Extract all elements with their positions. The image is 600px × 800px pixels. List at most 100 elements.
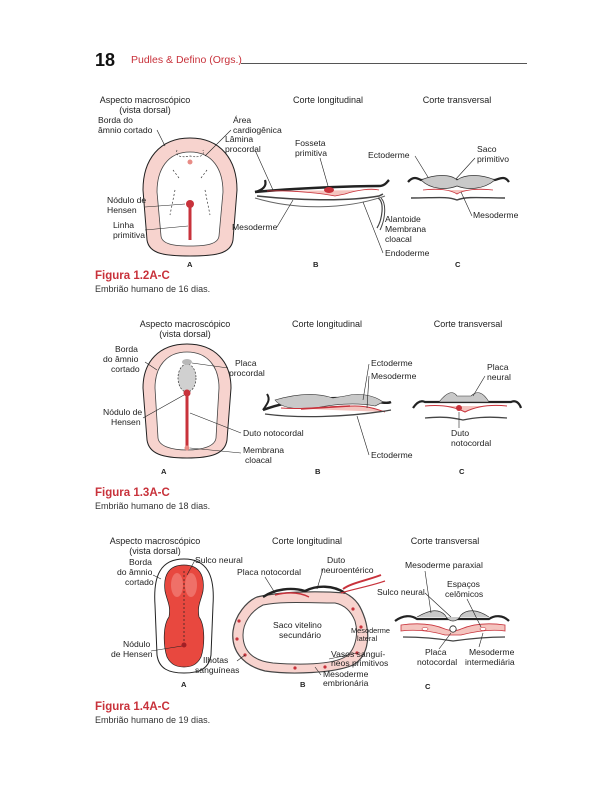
heading-macro-2: (vista dorsal) (119, 105, 171, 115)
label-lamina-2: procordal (225, 144, 261, 154)
label-saco-2: secundário (279, 630, 321, 640)
heading-macro-2: (vista dorsal) (159, 329, 211, 339)
label-borda-3: cortado (125, 577, 154, 587)
heading-transversal: Corte transversal (423, 95, 492, 105)
label-vasos-2: neos primitivos (331, 658, 388, 668)
label-ectoderme-top: Ectoderme (371, 358, 413, 368)
label-area-2: cardiogênica (233, 125, 282, 135)
figure-1-3: Aspecto macroscópico (vista dorsal) Cort… (95, 318, 535, 486)
heading-macro-1: Aspecto macroscópico (110, 536, 201, 546)
transverse-section-18-days (412, 392, 523, 421)
panel-c: C (459, 467, 465, 476)
panel-a: A (187, 260, 193, 269)
longitudinal-section-18-days (262, 393, 392, 418)
label-fosseta-2: primitiva (295, 148, 327, 158)
panel-b: B (315, 467, 321, 476)
transverse-section-16-days (407, 175, 510, 201)
label-saco-1: Saco (477, 144, 497, 154)
label-lamina-1: Lâmina (225, 134, 253, 144)
label-meso-lat-1: Mesoderme (351, 626, 390, 635)
label-membrana-2: cloacal (385, 234, 412, 244)
page-number: 18 (95, 50, 116, 70)
label-sulco: Sulco neural (195, 555, 243, 565)
caption-1-2: Figura 1.2A-C Embrião humano de 16 dias. (95, 270, 395, 294)
label-borda-1: Borda (115, 344, 138, 354)
heading-macro-2: (vista dorsal) (129, 546, 181, 556)
label-membrana-2: cloacal (245, 455, 272, 465)
panel-a: A (161, 467, 167, 476)
label-placa-t2: notocordal (417, 657, 457, 667)
longitudinal-section-19-days (232, 574, 386, 674)
label-espacos-1: Espaços (447, 579, 480, 589)
label-fosseta-1: Fosseta (295, 138, 326, 148)
label-placa-1: Placa (235, 358, 257, 368)
label-membrana-1: Membrana (385, 224, 426, 234)
figure-1-2-illustration: Aspecto macroscópico (vista dorsal) Cort… (98, 95, 519, 269)
label-mesoderme-c: Mesoderme (473, 210, 519, 220)
label-linha-1: Linha (113, 220, 134, 230)
label-ilhotas-1: Ilhotas (203, 655, 228, 665)
heading-longitudinal: Corte longitudinal (292, 319, 362, 329)
embryo-19-days-dorsal-view (154, 558, 214, 674)
label-nodulo-2: de Hensen (111, 649, 153, 659)
header-rule (241, 63, 527, 64)
panel-a: A (181, 680, 187, 689)
label-area-1: Área (233, 115, 251, 125)
caption-description: Embrião humano de 18 dias. (95, 501, 211, 511)
label-meso-emb-1: Mesoderme (323, 669, 369, 679)
label-borda-2: âmnio cortado (98, 125, 153, 135)
label-placa-noto: Placa notocordal (237, 567, 301, 577)
label-meso-emb-2: embrionária (323, 678, 369, 688)
label-linha-2: primitiva (113, 230, 145, 240)
label-ectoderme-bot: Ectoderme (371, 450, 413, 460)
heading-longitudinal: Corte longitudinal (293, 95, 363, 105)
running-head-authors: Pudles & Defino (Orgs.) (131, 54, 242, 66)
figure-1-3-illustration: Aspecto macroscópico (vista dorsal) Cort… (103, 319, 523, 476)
label-ectoderme: Ectoderme (368, 150, 410, 160)
heading-longitudinal: Corte longitudinal (272, 536, 342, 546)
label-nodulo-1: Nódulo de (107, 195, 146, 205)
heading-transversal: Corte transversal (434, 319, 503, 329)
label-meso-int-1: Mesoderme (469, 647, 515, 657)
label-nodulo-1: Nódulo (123, 639, 150, 649)
label-duto-t2: notocordal (451, 438, 491, 448)
label-mesoderme-b: Mesoderme (232, 222, 278, 232)
label-borda-2: do âmnio (117, 567, 153, 577)
caption-title: Figura 1.2A-C (95, 270, 170, 282)
caption-1-3: Figura 1.3A-C Embrião humano de 18 dias. (95, 487, 395, 511)
longitudinal-section-16-days (254, 179, 390, 231)
label-mesoderme: Mesoderme (371, 371, 417, 381)
label-nodulo-2: Hensen (111, 417, 141, 427)
panel-c: C (425, 682, 431, 691)
label-ilhotas-2: sanguíneas (195, 665, 239, 675)
label-meso-int-2: intermediária (465, 657, 515, 667)
label-nodulo-2: Hensen (107, 205, 137, 215)
figure-1-2: Aspecto macroscópico (vista dorsal) Cort… (95, 90, 535, 270)
label-alantoide: Alantoide (385, 214, 421, 224)
label-endoderme: Endoderme (385, 248, 430, 258)
label-espacos-2: celômicos (445, 589, 483, 599)
embryo-16-days-dorsal-view (142, 137, 238, 257)
label-placa-2: procordal (229, 368, 265, 378)
panel-b: B (313, 260, 319, 269)
caption-title: Figura 1.4A-C (95, 701, 170, 713)
embryo-18-days-dorsal-view (142, 343, 232, 459)
caption-1-4: Figura 1.4A-C Embrião humano de 19 dias. (95, 701, 395, 725)
label-duto-notocordal: Duto notocordal (243, 428, 304, 438)
panel-c: C (455, 260, 461, 269)
label-meso-par: Mesoderme paraxial (405, 560, 483, 570)
heading-macro-1: Aspecto macroscópico (140, 319, 231, 329)
label-placa-n2: neural (487, 372, 511, 382)
label-borda-3: cortado (111, 364, 140, 374)
caption-description: Embrião humano de 16 dias. (95, 284, 211, 294)
label-borda-2: do âmnio (103, 354, 139, 364)
label-duto-2: neuroentérico (321, 565, 374, 575)
label-saco-1: Saco vitelino (273, 620, 322, 630)
label-placa-n1: Placa (487, 362, 509, 372)
label-borda-1: Borda do (98, 115, 133, 125)
label-duto-1: Duto (327, 555, 345, 565)
heading-macro-1: Aspecto macroscópico (100, 95, 191, 105)
label-saco-2: primitivo (477, 154, 509, 164)
label-meso-lat-2: lateral (357, 634, 377, 643)
caption-title: Figura 1.3A-C (95, 487, 170, 499)
